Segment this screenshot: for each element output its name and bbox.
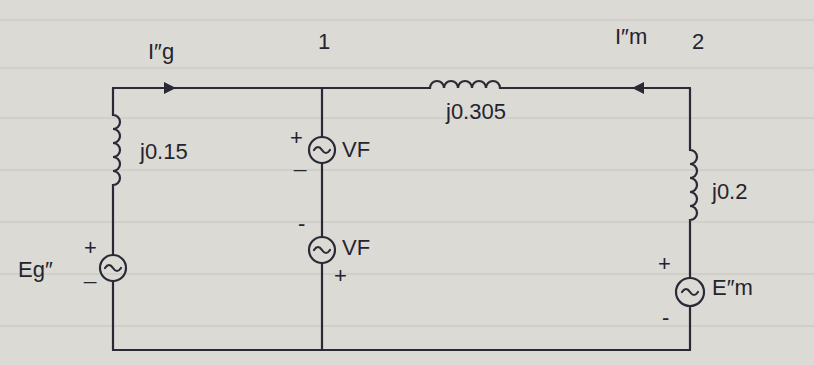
circuit-label: I″g	[148, 40, 174, 64]
circuit-label: +	[334, 264, 347, 288]
circuit-label: -	[662, 306, 669, 330]
circuit-label: _	[84, 260, 96, 284]
circuit-label: +	[658, 252, 671, 276]
circuit-label: _	[294, 148, 306, 172]
circuit-label: j0.2	[712, 180, 747, 204]
circuit-label: j0.15	[140, 140, 188, 164]
circuit-label: 2	[692, 30, 704, 54]
circuit-label: E″m	[712, 276, 753, 300]
circuit-label: I″m	[615, 25, 647, 49]
circuit-label: +	[84, 236, 97, 260]
circuit-label: -	[298, 212, 305, 236]
ruled-lines	[0, 20, 814, 326]
circuit-label: +	[290, 126, 303, 150]
circuit-label: j0.305	[446, 100, 506, 124]
circuit-label: VF	[342, 138, 370, 162]
circuit-label: 1	[318, 30, 330, 54]
circuit-label: VF	[342, 236, 370, 260]
circuit-label: Eg″	[18, 258, 53, 282]
current-arrows	[164, 82, 644, 94]
wires	[100, 81, 704, 350]
